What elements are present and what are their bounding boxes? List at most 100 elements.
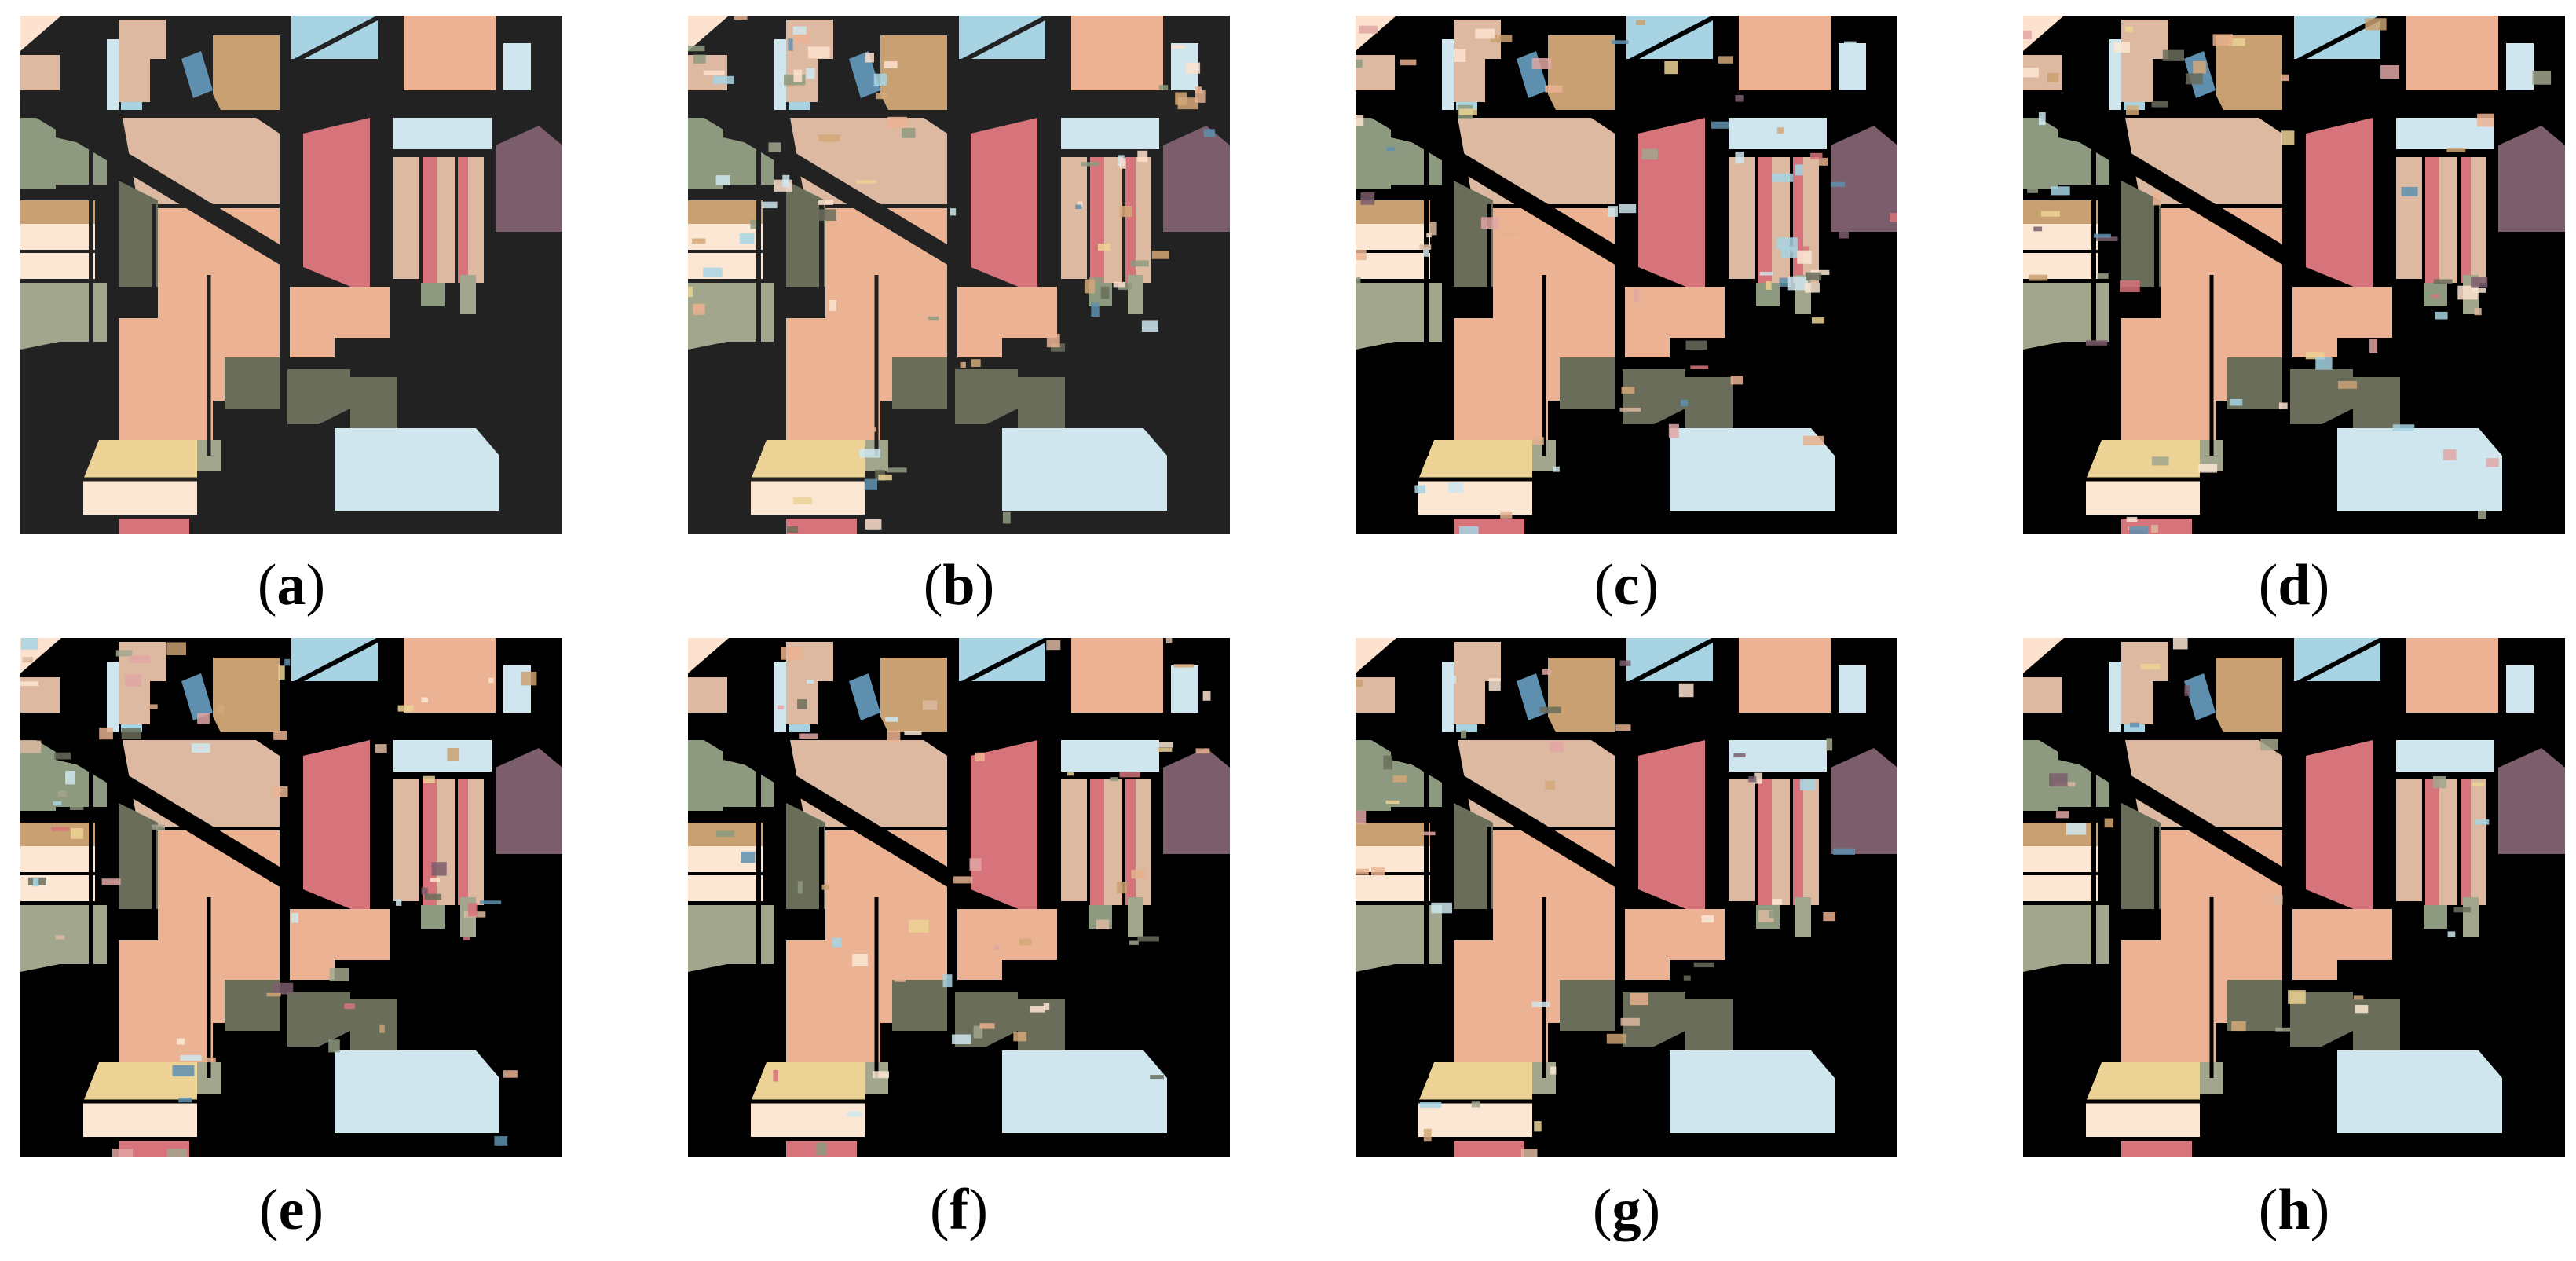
field-region-23 [2023, 846, 2098, 874]
misclassified-patch [1826, 738, 1833, 751]
field-region-21 [1163, 126, 1230, 232]
field-region-39 [2337, 428, 2502, 511]
misclassified-patch [1356, 810, 1367, 825]
misclassified-patch [1680, 399, 1688, 407]
misclassified-patch [1779, 277, 1791, 287]
map-c [1356, 16, 1897, 534]
misclassified-patch [739, 233, 755, 244]
misclassified-patch [2129, 526, 2149, 534]
misclassified-patch [1693, 962, 1714, 968]
misclassified-patch [2401, 186, 2418, 196]
field-region-1 [688, 677, 727, 713]
misclassified-patch [503, 1070, 518, 1078]
misclassified-patch [344, 1003, 355, 1010]
caption-c-open: ( [1594, 553, 1614, 618]
field-region-1 [1356, 55, 1395, 90]
misclassified-patch [1173, 664, 1194, 668]
field-region-27 [1356, 905, 1442, 972]
misclassified-patch [815, 1142, 827, 1156]
field-boundary-11 [290, 16, 383, 65]
misclassified-patch [1748, 776, 1757, 783]
field-region-29 [1623, 287, 1725, 357]
field-region-31 [287, 369, 350, 424]
field-region-7 [1548, 35, 1615, 110]
misclassified-patch [2453, 907, 2471, 913]
misclassified-patch [1165, 638, 1173, 643]
field-region-14 [1638, 740, 1705, 917]
misclassified-patch [266, 992, 281, 997]
field-region-34 [1128, 275, 1143, 314]
field-region-34 [2463, 897, 2479, 937]
field-region-17 [2424, 779, 2439, 905]
field-region-21 [496, 126, 562, 232]
field-region-37 [751, 479, 865, 515]
misclassified-patch [2066, 823, 2087, 835]
misclassified-patch [1735, 94, 1744, 102]
misclassified-patch [1759, 272, 1773, 276]
misclassified-patch [821, 884, 829, 890]
misclassified-patch [2093, 233, 2111, 238]
field-region-37 [2086, 479, 2200, 515]
misclassified-patch [688, 46, 705, 52]
misclassified-patch [191, 743, 210, 753]
misclassified-patch [1171, 45, 1185, 49]
field-region-5 [2121, 642, 2168, 724]
misclassified-patch [2273, 894, 2283, 905]
misclassified-patch [430, 878, 441, 882]
misclassified-patch [2278, 402, 2288, 409]
misclassified-patch [1683, 975, 1691, 981]
misclassified-patch [51, 827, 70, 831]
field-region-28 [119, 901, 280, 1078]
field-region-21 [2498, 126, 2565, 232]
misclassified-patch [1151, 251, 1169, 259]
misclassified-patch [2477, 113, 2494, 127]
field-region-9 [404, 638, 496, 713]
field-region-22 [2023, 200, 2098, 224]
misclassified-patch [806, 68, 815, 79]
misclassified-patch [1419, 1102, 1442, 1108]
misclassified-patch [2435, 311, 2448, 320]
field-region-5 [119, 20, 166, 102]
misclassified-patch [1620, 1017, 1640, 1026]
field-region-16 [1061, 779, 1089, 901]
misclassified-patch [2038, 112, 2046, 126]
misclassified-patch [885, 717, 898, 722]
misclassified-patch [2029, 274, 2048, 281]
misclassified-patch [1823, 912, 1835, 922]
field-region-30 [225, 980, 280, 1031]
field-region-0 [2023, 16, 2064, 51]
field-region-18 [437, 157, 456, 283]
field-region-27 [1356, 283, 1442, 350]
misclassified-patch [847, 1111, 862, 1117]
misclassified-patch [1733, 753, 1746, 758]
map-panel-g [1356, 638, 1897, 1157]
misclassified-patch [20, 638, 38, 650]
field-region-11 [20, 740, 56, 811]
misclassified-patch [1461, 730, 1467, 739]
field-region-23 [20, 224, 95, 251]
misclassified-patch [278, 665, 285, 680]
field-region-31 [287, 992, 350, 1047]
misclassified-patch [1431, 902, 1452, 914]
misclassified-patch [960, 361, 966, 368]
misclassified-patch [129, 655, 151, 663]
map-panel-e [20, 638, 562, 1157]
caption-f-close: ) [968, 1178, 988, 1242]
field-region-17 [2424, 157, 2439, 283]
misclassified-patch [2432, 776, 2446, 789]
misclassified-patch [112, 1149, 133, 1157]
misclassified-patch [1356, 59, 1363, 68]
field-region-4 [107, 662, 119, 732]
field-boundary-0 [1356, 713, 1627, 889]
field-region-39 [1002, 1050, 1167, 1133]
misclassified-patch [1002, 511, 1011, 524]
misclassified-patch [1769, 910, 1780, 918]
misclassified-patch [1797, 250, 1812, 264]
field-region-11 [2023, 118, 2058, 189]
misclassified-patch [2478, 511, 2486, 519]
misclassified-patch [2193, 60, 2206, 74]
map-panel-h [2023, 638, 2565, 1157]
field-region-23 [688, 224, 763, 251]
field-region-4 [107, 39, 119, 110]
field-region-18 [1104, 779, 1124, 905]
